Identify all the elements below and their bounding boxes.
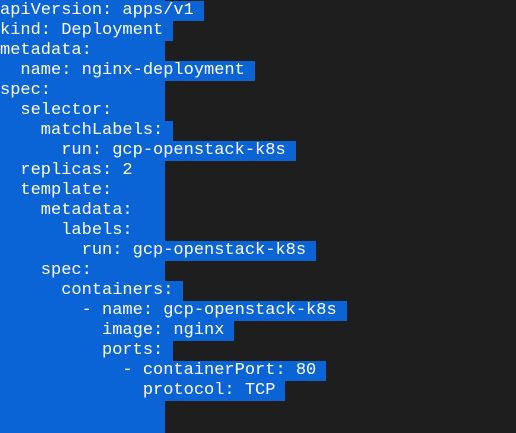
code-line[interactable]: apiVersion: apps/v1 <box>0 1 347 21</box>
code-line[interactable]: selector: <box>0 101 347 121</box>
code-line-text: metadata: <box>0 41 102 61</box>
yaml-code-block[interactable]: apiVersion: apps/v1 kind: Deployment met… <box>0 1 347 401</box>
code-line[interactable]: replicas: 2 <box>0 161 347 181</box>
code-line[interactable]: spec: <box>0 81 347 101</box>
code-line-text: run: gcp-openstack-k8s <box>0 241 317 261</box>
code-line-text: template: <box>0 181 123 201</box>
code-line[interactable]: containers: <box>0 281 347 301</box>
code-line-text: metadata: <box>0 201 143 221</box>
code-line[interactable]: - containerPort: 80 <box>0 361 347 381</box>
code-line[interactable]: template: <box>0 181 347 201</box>
code-line-text: spec: <box>0 261 102 281</box>
code-line[interactable]: ports: <box>0 341 347 361</box>
code-line[interactable]: protocol: TCP <box>0 381 347 401</box>
code-line-text: run: gcp-openstack-k8s <box>0 141 296 161</box>
code-line[interactable]: run: gcp-openstack-k8s <box>0 141 347 161</box>
code-line[interactable]: labels: <box>0 221 347 241</box>
code-line-text: labels: <box>0 221 143 241</box>
code-line[interactable]: kind: Deployment <box>0 21 347 41</box>
code-line-text: matchLabels: <box>0 121 174 141</box>
code-line-text: spec: <box>0 81 62 101</box>
code-line-text: containers: <box>0 281 184 301</box>
code-line[interactable]: name: nginx-deployment <box>0 61 347 81</box>
code-line-text: - containerPort: 80 <box>0 361 327 381</box>
code-line[interactable]: image: nginx <box>0 321 347 341</box>
code-line-text: replicas: 2 <box>0 161 143 181</box>
code-line-text: - name: gcp-openstack-k8s <box>0 301 347 321</box>
code-line-text: name: nginx-deployment <box>0 61 255 81</box>
code-line[interactable]: metadata: <box>0 201 347 221</box>
code-line[interactable]: matchLabels: <box>0 121 347 141</box>
code-line-text: apiVersion: apps/v1 <box>0 1 204 21</box>
code-line-text: kind: Deployment <box>0 21 174 41</box>
code-line-text: protocol: TCP <box>0 381 286 401</box>
code-line[interactable]: run: gcp-openstack-k8s <box>0 241 347 261</box>
code-line[interactable]: spec: <box>0 261 347 281</box>
code-line-text: image: nginx <box>0 321 235 341</box>
code-line[interactable]: - name: gcp-openstack-k8s <box>0 301 347 321</box>
code-line-text: selector: <box>0 101 123 121</box>
code-line-text: ports: <box>0 341 174 361</box>
code-line[interactable]: metadata: <box>0 41 347 61</box>
